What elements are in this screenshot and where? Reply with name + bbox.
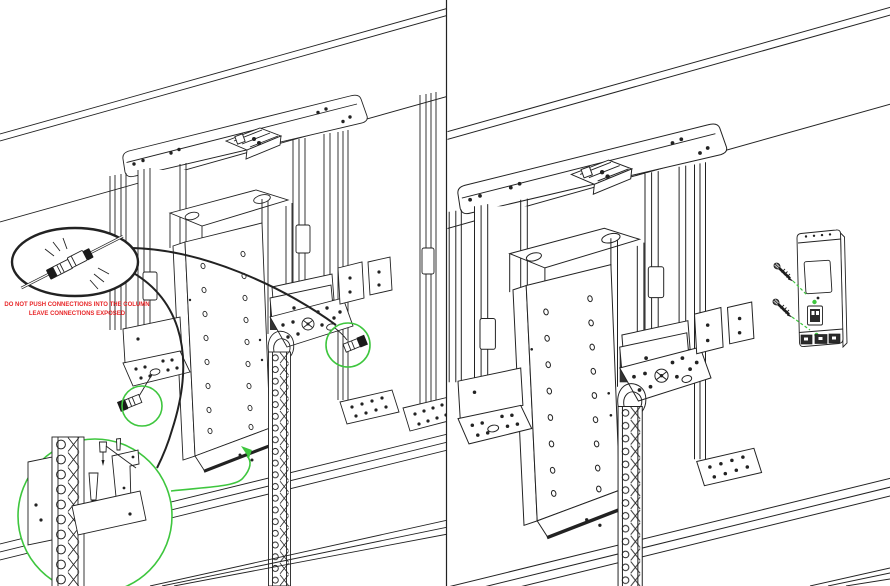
inline-connector	[20, 235, 124, 290]
right-panel-drawing	[447, 4, 890, 586]
detail-pin	[116, 437, 121, 451]
warning-text-line2: LEAVE CONNECTIONS EXPOSED	[29, 311, 126, 317]
leader-curve-right-connector	[127, 247, 337, 326]
right-connector	[325, 322, 371, 368]
connector-detail-callout	[10, 226, 140, 298]
screw-bottom	[770, 296, 794, 319]
lower-wall-lines	[149, 519, 446, 586]
connector-highlight-left	[121, 385, 163, 427]
detail-base-plate	[71, 490, 147, 536]
leader-curve-down	[119, 265, 185, 469]
green-arrowhead	[241, 446, 252, 458]
emphasis-rays	[44, 237, 110, 290]
far-right-rail	[402, 92, 446, 432]
connector-highlight-right	[325, 322, 371, 368]
detail-screw	[99, 441, 107, 466]
chain-detail-callout	[17, 436, 173, 586]
screw-alignment-guides	[791, 280, 811, 331]
left-connector	[116, 374, 163, 427]
screw-top	[771, 260, 795, 283]
chain-detail-pointer	[170, 446, 252, 492]
chain-detail-content	[27, 436, 147, 586]
left-panel-drawing: DO NOT PUSH CONNECTIONS INTO THE COLUMN …	[0, 0, 446, 586]
warning-text-line1: DO NOT PUSH CONNECTIONS INTO THE COLUMN	[4, 302, 149, 308]
lower-wall-lines-right	[809, 567, 890, 586]
